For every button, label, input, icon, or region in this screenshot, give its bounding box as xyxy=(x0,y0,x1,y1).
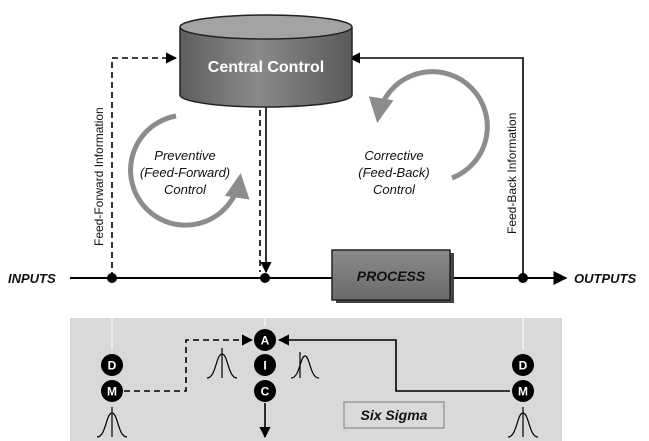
preventive-line1: Preventive xyxy=(154,148,215,163)
node-analyze: A xyxy=(254,329,276,351)
svg-text:A: A xyxy=(261,334,270,348)
outputs-label: OUTPUTS xyxy=(574,271,636,286)
node-right-define: D xyxy=(512,354,534,376)
six-sigma-label-box: Six Sigma xyxy=(343,401,445,429)
six-sigma-panel xyxy=(70,318,562,441)
output-junction-dot xyxy=(518,273,528,283)
right-measure-to-analyze-line xyxy=(277,334,510,392)
corrective-loop-arc xyxy=(368,69,490,181)
bell-curve-icon-center-left xyxy=(206,348,238,379)
feed-forward-dashed-line xyxy=(111,52,178,278)
svg-text:I: I xyxy=(263,359,266,373)
preventive-line2: (Feed-Forward) xyxy=(140,165,230,180)
svg-text:C: C xyxy=(261,385,270,399)
node-left-measure: M xyxy=(101,380,123,402)
preventive-line3: Control xyxy=(164,182,207,197)
bell-curve-icon-center-right xyxy=(290,352,320,379)
process-label: PROCESS xyxy=(357,268,426,284)
svg-text:D: D xyxy=(108,359,117,373)
svg-text:D: D xyxy=(519,359,528,373)
feed-back-information-label: Feed-Back Information xyxy=(505,113,519,234)
central-control-label: Central Control xyxy=(208,59,324,76)
measure-to-analyze-dashed xyxy=(124,334,254,392)
node-right-measure: M xyxy=(512,380,534,402)
corrective-line2: (Feed-Back) xyxy=(358,165,430,180)
corrective-line3: Control xyxy=(373,182,416,197)
corrective-line1: Corrective xyxy=(364,148,423,163)
node-control: C xyxy=(254,380,276,402)
feed-forward-information-label: Feed-Forward Information xyxy=(92,107,106,246)
bell-curve-icon-right xyxy=(507,407,539,438)
preventive-loop-arc xyxy=(128,113,250,228)
process-box: PROCESS xyxy=(331,249,454,303)
node-improve: I xyxy=(254,354,276,376)
central-control-cylinder: Central Control xyxy=(179,14,353,108)
node-left-define: D xyxy=(101,354,123,376)
control-junction-dot xyxy=(260,273,270,283)
feed-back-line xyxy=(348,52,524,278)
bell-curve-icon-left xyxy=(96,407,128,438)
svg-text:M: M xyxy=(518,385,528,399)
svg-text:M: M xyxy=(107,385,117,399)
inputs-label: INPUTS xyxy=(8,271,56,286)
input-junction-dot xyxy=(107,273,117,283)
six-sigma-label: Six Sigma xyxy=(361,407,428,423)
